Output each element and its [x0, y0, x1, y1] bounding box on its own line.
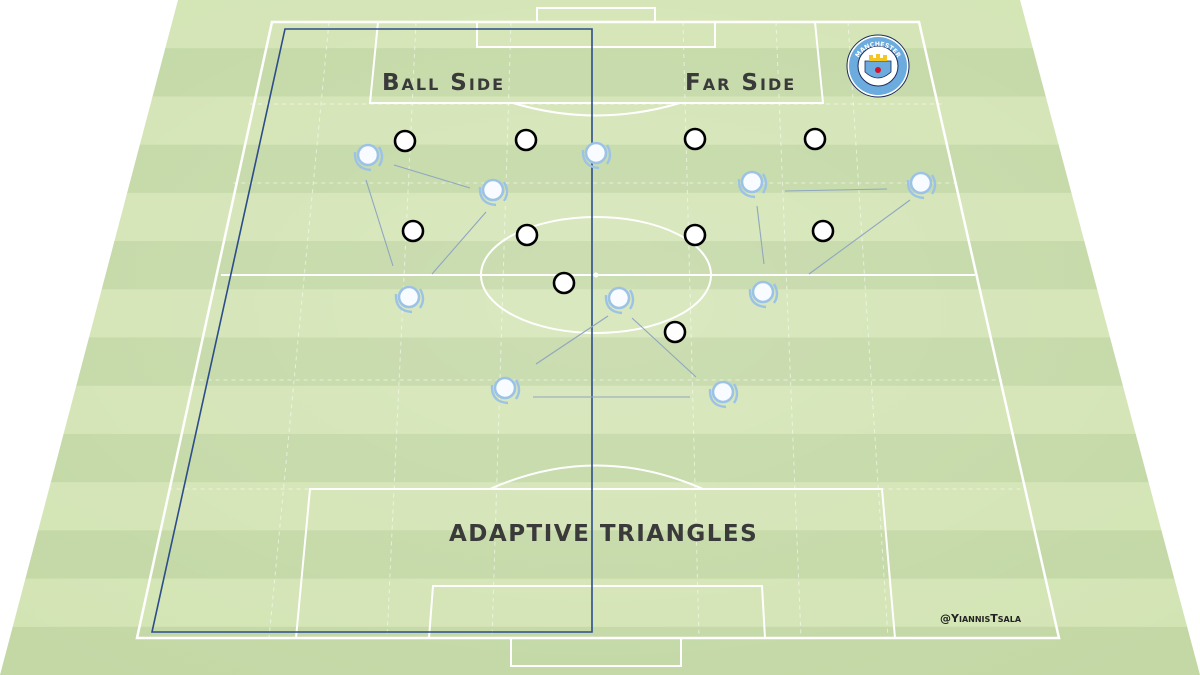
city-player-marker	[909, 171, 933, 195]
player-motion-arc	[418, 288, 425, 309]
top-goal	[536, 7, 656, 23]
city-player	[394, 285, 425, 314]
link-lw-lb	[365, 179, 394, 267]
zone-grid	[168, 21, 1027, 639]
city-player-marker	[584, 141, 608, 165]
link-lcm-lb	[431, 211, 487, 275]
opponent-players	[393, 127, 835, 344]
city-player	[581, 141, 612, 170]
city-player-marker	[607, 286, 631, 310]
player-motion-arc	[377, 146, 384, 167]
player-motion-arc	[732, 383, 739, 404]
opponent-marker	[663, 320, 687, 344]
link-rw-rb	[808, 199, 911, 275]
center-circle	[480, 216, 712, 334]
link-dm-lcb	[535, 315, 609, 365]
link-lrm-rw	[784, 188, 888, 192]
top-penalty-arc	[512, 102, 681, 117]
city-player-marker	[356, 143, 380, 167]
triangle-connections	[365, 164, 911, 398]
club-badge	[846, 34, 910, 98]
pitch-markings	[135, 7, 1061, 667]
bottom-penalty-arc	[489, 464, 704, 490]
player-motion-arc	[772, 283, 779, 304]
grid-vertical	[775, 21, 802, 639]
bottom-goal	[510, 637, 682, 667]
grid-vertical	[268, 21, 330, 639]
player-motion-arc	[628, 289, 635, 310]
opponent-marker	[683, 127, 707, 151]
opponent-marker	[811, 219, 835, 243]
city-player	[478, 178, 509, 207]
opponent-marker	[515, 223, 539, 247]
link-dm-rcb	[631, 317, 697, 378]
player-motion-arc	[604, 294, 623, 315]
bottom-six-yard-box	[427, 585, 767, 639]
svg-text:CITY: CITY	[870, 77, 887, 85]
badge-top-text: MANCHESTER	[854, 41, 902, 59]
grid-vertical	[491, 21, 512, 639]
city-player-marker	[493, 376, 517, 400]
grid-vertical	[386, 21, 417, 639]
author-credit: @YiannisTsala	[940, 612, 1022, 625]
diagram-title: ADAPTIVE TRIANGLES	[449, 521, 759, 547]
city-player-marker	[481, 178, 505, 202]
player-motion-arc	[906, 179, 925, 200]
city-player	[353, 143, 384, 172]
link-lw-lcm	[393, 164, 471, 189]
grid-vertical	[682, 21, 700, 639]
badge-bottom-text: CITY	[870, 77, 887, 85]
player-motion-arc	[761, 173, 768, 194]
player-motion-arc	[353, 151, 372, 172]
opponent-marker	[683, 223, 707, 247]
city-player-marker	[711, 380, 735, 404]
player-motion-arc	[581, 149, 600, 170]
center-spot	[593, 272, 599, 278]
city-player	[604, 286, 635, 315]
player-motion-arc	[502, 181, 509, 202]
ball-side-label: Ball Side	[382, 70, 506, 96]
opponent-marker	[552, 271, 576, 295]
city-player	[906, 171, 937, 200]
player-motion-arc	[737, 178, 756, 199]
player-motion-arc	[394, 293, 413, 314]
city-player-marker	[740, 170, 764, 194]
city-player	[748, 280, 779, 309]
player-motion-arc	[478, 186, 497, 207]
city-player	[708, 380, 739, 409]
city-player-marker	[751, 280, 775, 304]
city-players	[353, 141, 937, 409]
city-player-marker	[397, 285, 421, 309]
grid-vertical	[847, 21, 889, 639]
player-motion-arc	[605, 144, 612, 165]
far-side-label: Far Side	[685, 70, 797, 96]
svg-text:MANCHESTER: MANCHESTER	[854, 41, 902, 59]
opponent-marker	[401, 219, 425, 243]
link-lrm-rb	[756, 205, 765, 265]
ball-side-zone	[151, 28, 593, 633]
opponent-marker	[803, 127, 827, 151]
city-player	[490, 376, 521, 405]
opponent-marker	[514, 128, 538, 152]
player-motion-arc	[490, 384, 509, 405]
opponent-marker	[393, 129, 417, 153]
player-motion-arc	[514, 379, 521, 400]
city-player	[737, 170, 768, 199]
player-motion-arc	[708, 388, 727, 409]
player-motion-arc	[930, 174, 937, 195]
badge-text: MANCHESTER CITY	[854, 41, 902, 85]
player-motion-arc	[748, 288, 767, 309]
